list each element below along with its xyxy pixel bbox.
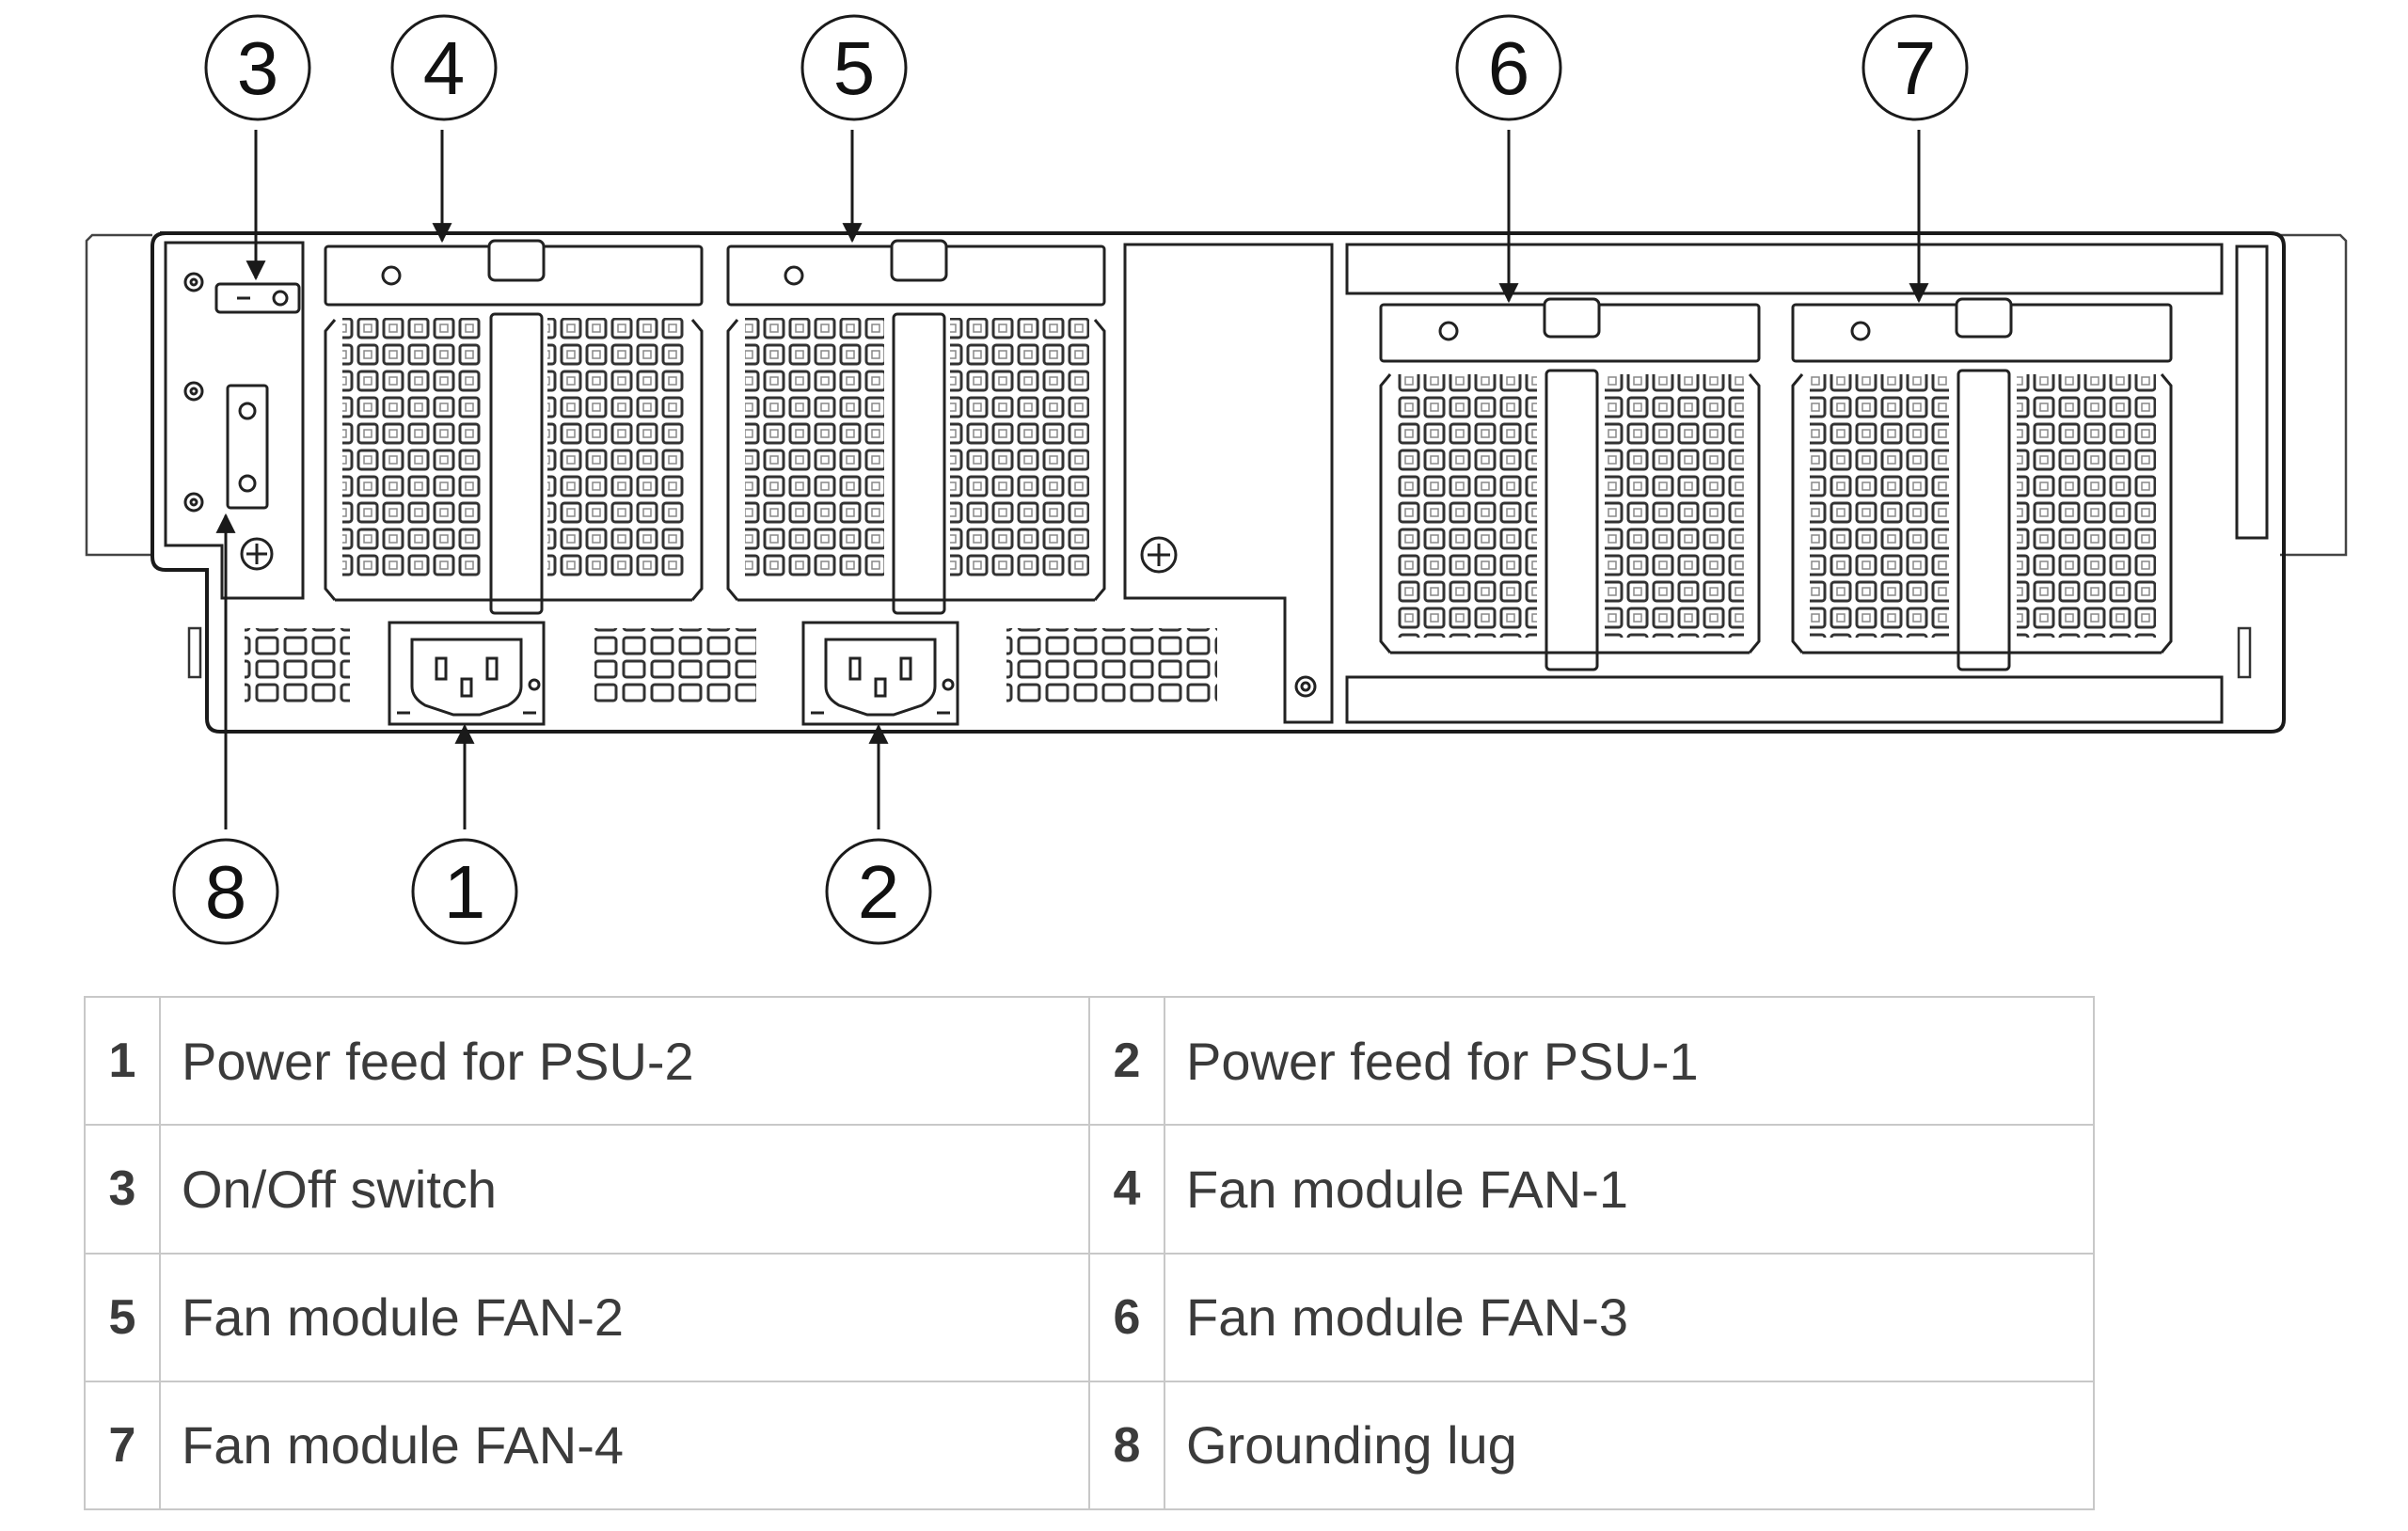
- chassis-rear-diagram: 3 4 5 6 7 8 1 2: [85, 14, 2348, 945]
- fan-module-fan-1: [324, 239, 704, 615]
- control-panel: [164, 241, 305, 600]
- callout-legend-table: 1 Power feed for PSU-2 2 Power feed for …: [84, 995, 2095, 1511]
- legend-description: Power feed for PSU-2: [159, 995, 1090, 1127]
- svg-text:6: 6: [1488, 26, 1530, 110]
- legend-description: Grounding lug: [1164, 1380, 2095, 1511]
- fan-module-fan-2: [726, 239, 1106, 615]
- legend-number: 4: [1088, 1124, 1165, 1255]
- legend-number: 7: [84, 1380, 161, 1511]
- legend-number: 1: [84, 995, 161, 1127]
- callout-7: 7: [1861, 14, 1969, 121]
- fan-module-fan-3: [1379, 297, 1761, 671]
- legend-number: 2: [1088, 995, 1165, 1127]
- legend-row: 3 On/Off switch 4 Fan module FAN-1: [84, 1124, 2095, 1255]
- legend-description: Fan module FAN-3: [1164, 1252, 2095, 1382]
- legend-description: Power feed for PSU-1: [1164, 995, 2095, 1127]
- callout-5: 5: [800, 14, 908, 121]
- power-inlet-psu-2: [388, 621, 546, 726]
- svg-text:5: 5: [833, 26, 876, 110]
- legend-number: 5: [84, 1252, 161, 1382]
- svg-text:1: 1: [444, 850, 486, 934]
- legend-row: 5 Fan module FAN-2 6 Fan module FAN-3: [84, 1252, 2095, 1382]
- legend-row: 1 Power feed for PSU-2 2 Power feed for …: [84, 995, 2095, 1127]
- svg-text:8: 8: [205, 850, 247, 934]
- legend-description: Fan module FAN-2: [159, 1252, 1090, 1382]
- svg-text:7: 7: [1894, 26, 1937, 110]
- callout-8: 8: [172, 838, 279, 945]
- right-bay: [1345, 243, 2269, 724]
- legend-description: On/Off switch: [159, 1124, 1090, 1255]
- svg-text:4: 4: [423, 26, 466, 110]
- power-inlet-psu-1: [801, 621, 959, 726]
- legend-description: Fan module FAN-4: [159, 1380, 1090, 1511]
- middle-panel: [1123, 243, 1334, 724]
- chassis-body: [150, 231, 2286, 734]
- leader-lines: [215, 130, 1929, 829]
- legend-number: 6: [1088, 1252, 1165, 1382]
- fan-module-fan-4: [1791, 297, 2173, 671]
- callout-4: 4: [390, 14, 498, 121]
- svg-text:3: 3: [237, 26, 279, 110]
- chassis-side-tabs: [187, 626, 2252, 679]
- callout-3: 3: [204, 14, 311, 121]
- callout-6: 6: [1455, 14, 1562, 121]
- legend-number: 3: [84, 1124, 161, 1255]
- svg-text:2: 2: [858, 850, 900, 934]
- rack-ears: [85, 233, 2348, 557]
- legend-description: Fan module FAN-1: [1164, 1124, 2095, 1255]
- psu-vents: [245, 628, 1217, 703]
- callout-1: 1: [411, 838, 518, 945]
- legend-number: 8: [1088, 1380, 1165, 1511]
- on-off-switch: [214, 282, 301, 314]
- legend-row: 7 Fan module FAN-4 8 Grounding lug: [84, 1380, 2095, 1511]
- grounding-lug: [226, 384, 274, 571]
- callout-2: 2: [825, 838, 932, 945]
